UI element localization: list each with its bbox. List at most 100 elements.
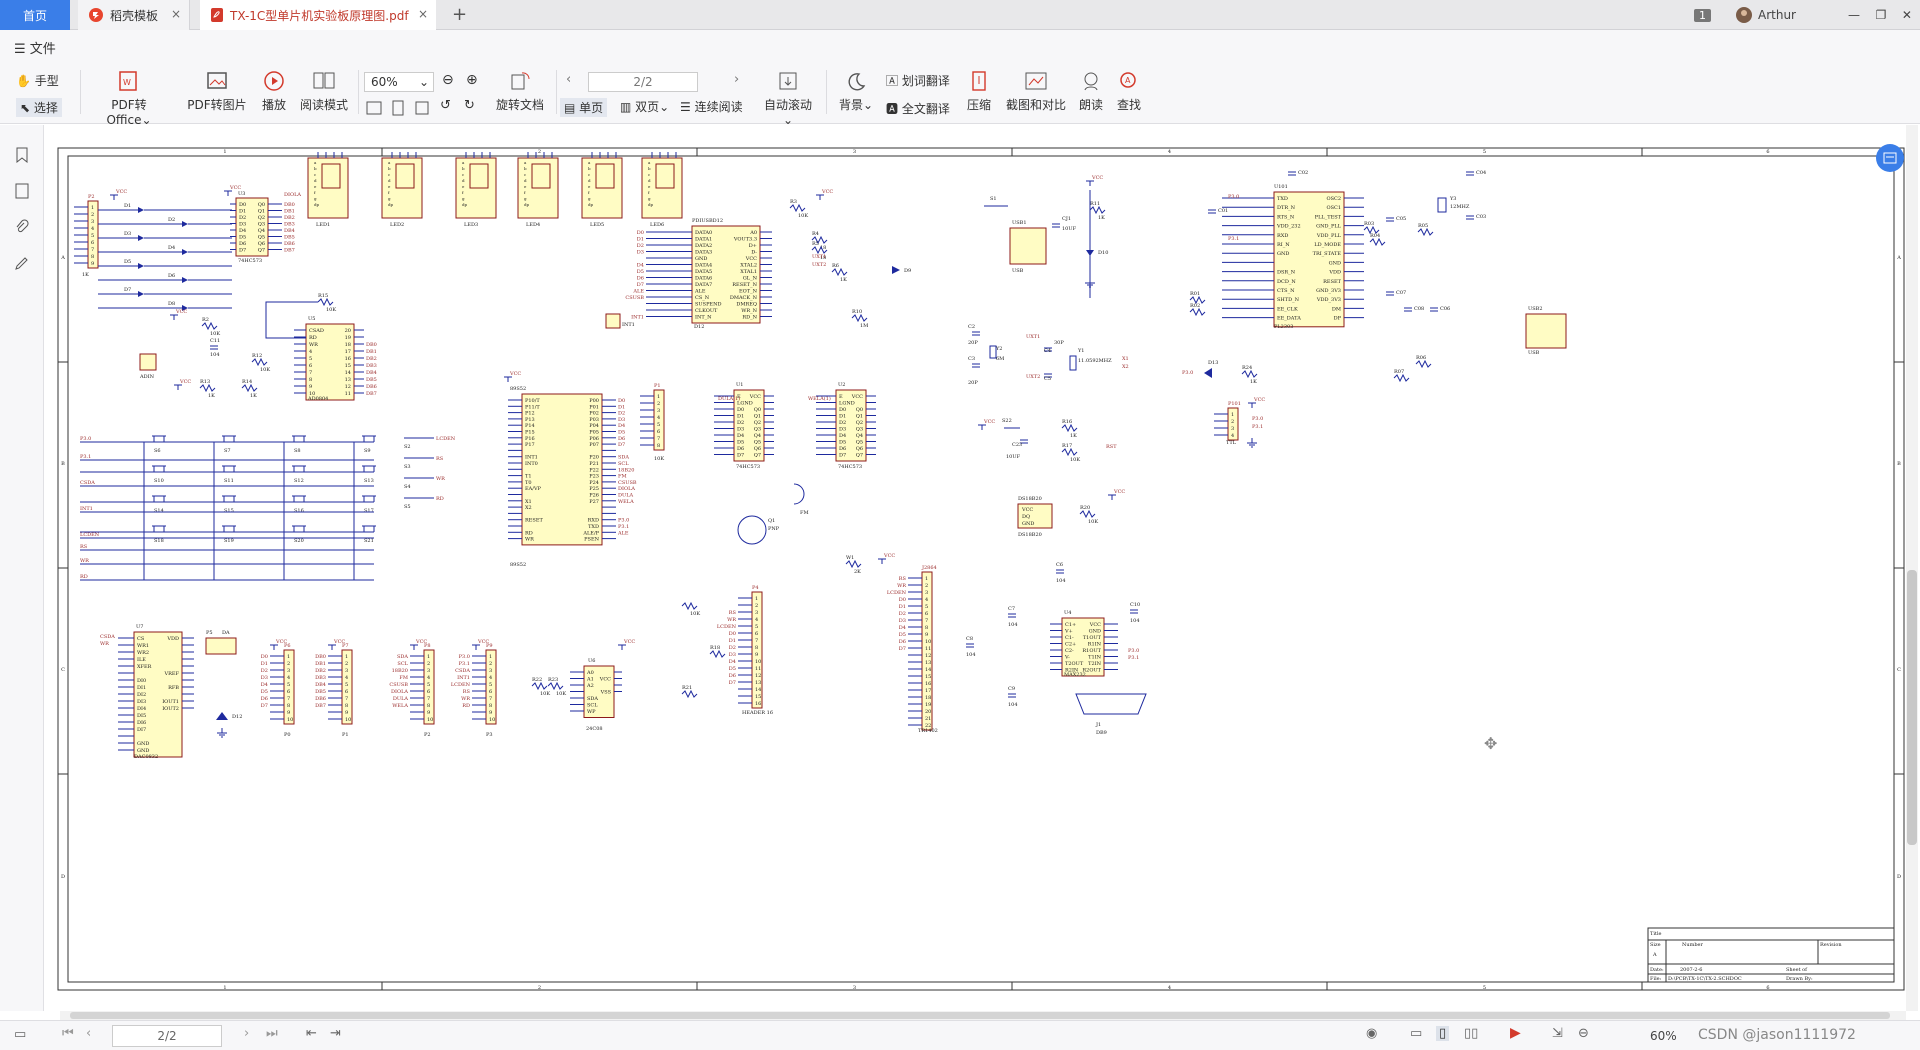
background-button[interactable]: 背景⌄ [836, 70, 876, 113]
u8-value: 89S52 [510, 562, 526, 568]
led-designator: D5 [124, 259, 131, 265]
new-tab-button[interactable]: + [452, 4, 468, 25]
eye-icon[interactable]: ◉ [1366, 1026, 1378, 1041]
last-page-icon[interactable]: ⏭ [266, 1026, 278, 1041]
rotate-left-icon[interactable]: ↺ [440, 98, 451, 113]
y3-value: 12MHZ [1450, 204, 1470, 210]
prev-page-icon[interactable]: ‹ [86, 1026, 92, 1041]
r15-resistor [317, 297, 334, 307]
r14-resistor [241, 383, 258, 393]
bookmark-icon[interactable] [14, 147, 30, 163]
compress-button[interactable]: 压缩 [964, 70, 994, 113]
c4-value: 30P [1054, 340, 1064, 346]
net-label: DB5 [284, 235, 295, 241]
page-number-input[interactable]: 2/2 [588, 72, 698, 92]
rotate-document-button[interactable]: 旋转文档 [494, 70, 546, 113]
restore-icon[interactable]: ❐ [1875, 8, 1887, 22]
segment-pin: g [388, 196, 391, 201]
u101-pin-label: RXD [1277, 233, 1288, 239]
file-menu[interactable]: ☰ 文件 [14, 42, 56, 57]
u1-pin-label: D4 [737, 433, 744, 439]
fit-icon[interactable]: ⇲ [1552, 1026, 1563, 1041]
seven-segment-display [655, 163, 675, 189]
attachment-icon[interactable] [14, 219, 30, 235]
back-icon[interactable]: ⇤ [306, 1026, 317, 1041]
forward-icon[interactable]: ⇥ [330, 1026, 341, 1041]
word-translate-button[interactable]: 🄰 划词翻译 [886, 74, 950, 88]
segment-pin: c [314, 172, 317, 177]
y3-crystal [1437, 197, 1447, 213]
fit-width-icon[interactable] [366, 100, 382, 116]
s22-designator: S22 [1002, 418, 1012, 424]
double-page-button[interactable]: ▥ 双页⌄ [620, 100, 670, 114]
single-view-icon[interactable]: ▭ [1410, 1026, 1423, 1041]
tab-home[interactable]: 首页 [0, 0, 70, 30]
find-button[interactable]: A 查找 [1114, 70, 1144, 113]
header-pin-number: 6 [755, 631, 758, 637]
pdf-to-office-button[interactable]: W PDF转Office⌄ [92, 70, 166, 127]
header-pin-number: 3 [657, 408, 660, 414]
full-translate-button[interactable]: 🅰 全文翻译 [886, 102, 950, 116]
header-pin-number: 1 [657, 394, 660, 400]
minimize-icon[interactable]: — [1848, 8, 1860, 22]
switch-designator: S6 [154, 448, 161, 454]
header-pin-number: 5 [345, 682, 348, 688]
status-zoom-value[interactable]: 60% [1650, 1029, 1677, 1043]
user-account[interactable]: Arthur [1736, 0, 1796, 30]
u6-pin-label: A0 [586, 670, 594, 676]
zoom-in-icon[interactable]: ⊕ [466, 72, 478, 88]
play-button[interactable]: 播放 [256, 70, 292, 113]
close-icon[interactable]: × [170, 7, 181, 21]
r3-resistor [789, 203, 806, 213]
r13-resistor-designator: R13 [200, 379, 210, 385]
tab-templates[interactable]: 稻壳模板 × [78, 0, 190, 30]
screenshot-compare-button[interactable]: 截图和对比 [1004, 70, 1068, 113]
rotate-right-icon[interactable]: ↻ [464, 98, 475, 113]
fit-page-icon[interactable] [390, 100, 406, 116]
thumbnail-icon[interactable] [14, 183, 30, 199]
header-pin-number: 9 [925, 632, 928, 638]
next-page-icon[interactable]: › [734, 72, 740, 87]
prev-page-icon[interactable]: ‹ [566, 72, 572, 87]
switch-designator: S19 [224, 538, 234, 544]
u1-pin-label: D0 [737, 407, 744, 413]
next-page-icon[interactable]: › [244, 1026, 250, 1041]
u101-pin-label: DP [1334, 316, 1342, 322]
select-tool[interactable]: ⬉ 选择 [16, 98, 62, 117]
c4-designator: C4 [1044, 348, 1051, 354]
hand-tool[interactable]: ✋ 手型 [16, 74, 59, 88]
status-page-input[interactable]: 2/2 [112, 1025, 222, 1047]
segment-pin: d [388, 178, 391, 183]
play-slides-icon[interactable]: ▶ [1510, 1025, 1521, 1041]
tab-document[interactable]: TX-1C型单片机实验板原理图.pdf × [200, 0, 436, 30]
header-pin-number: 7 [489, 696, 492, 702]
vertical-scroll-thumb[interactable] [1907, 570, 1917, 845]
actual-size-icon[interactable] [414, 100, 430, 116]
auto-scroll-button[interactable]: 自动滚动⌄ [760, 70, 816, 127]
close-icon[interactable]: × [417, 7, 428, 21]
read-mode-button[interactable]: 阅读模式 [298, 70, 350, 113]
vertical-scrollbar[interactable] [1906, 125, 1918, 1011]
book-view-icon[interactable]: ▯▯ [1464, 1026, 1479, 1041]
zoom-out-icon[interactable]: ⊖ [442, 72, 454, 88]
read-aloud-button[interactable]: 朗读 [1076, 70, 1106, 113]
page-view-icon[interactable]: ▯ [1436, 1026, 1450, 1041]
horizontal-scroll-thumb[interactable] [70, 1012, 1890, 1019]
r6-resistor-designator: R6 [832, 263, 839, 269]
pdf-to-image-button[interactable]: PDF转图片 [184, 70, 250, 113]
sidebar-toggle-icon[interactable]: ▭ [14, 1027, 27, 1042]
u8-pin-label: WR [525, 537, 534, 543]
signature-icon[interactable] [14, 255, 30, 271]
continuous-read-button[interactable]: ☰ 连续阅读 [680, 100, 743, 114]
r19-resistor [681, 601, 698, 611]
tab-count-badge[interactable]: 1 [1694, 0, 1711, 30]
floating-tool-button[interactable] [1876, 144, 1904, 172]
zoom-select[interactable]: 60% ⌄ [364, 72, 434, 92]
zoom-out-icon[interactable]: ⊖ [1578, 1026, 1589, 1041]
close-window-icon[interactable]: ✕ [1901, 8, 1912, 22]
adin-header [139, 353, 157, 371]
net-label: LCDEN [436, 436, 456, 442]
first-page-icon[interactable]: ⏮ [62, 1026, 74, 1041]
single-page-button[interactable]: ▤ 单页 [560, 98, 608, 117]
u7-pin-label: VREF [164, 671, 180, 677]
